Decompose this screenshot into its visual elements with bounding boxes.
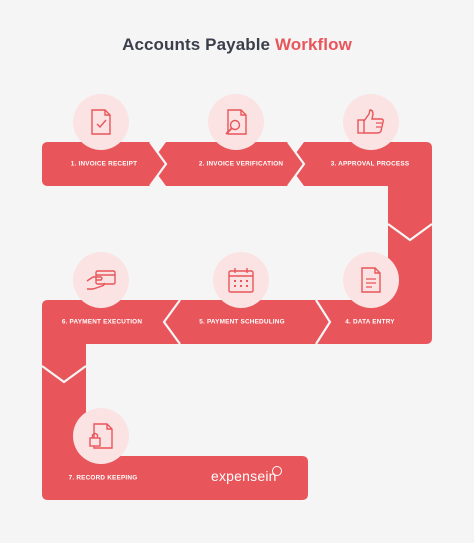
connector-right <box>316 224 432 344</box>
step-4-icon-circle <box>343 252 399 308</box>
title-main: Accounts Payable <box>122 35 271 54</box>
seam-3 <box>387 223 433 242</box>
seam-2 <box>287 141 306 187</box>
step-5-icon-circle <box>213 252 269 308</box>
calendar-icon <box>228 268 254 293</box>
step-1-icon-circle <box>73 94 129 150</box>
step-6-band <box>42 300 180 382</box>
step-7-label: 7. RECORD KEEPING <box>68 474 138 482</box>
step-2-icon-circle <box>208 94 264 150</box>
step-3-label: 3. APPROVAL PROCESS <box>330 160 410 168</box>
step-3-icon-circle <box>343 94 399 150</box>
step-5-band <box>164 300 330 344</box>
step-6-label: 6. PAYMENT EXECUTION <box>61 318 143 326</box>
seam-1 <box>149 141 168 187</box>
document-lock-icon <box>89 423 113 449</box>
seam-5 <box>162 299 181 345</box>
step-2-label: 2. INVOICE VERIFICATION <box>198 160 284 168</box>
step-1-band <box>42 142 166 186</box>
document-search-icon <box>225 109 247 135</box>
step-4-label: 4. DATA ENTRY <box>345 318 395 326</box>
invoice-check-icon <box>91 109 111 135</box>
step-2-band <box>150 142 304 186</box>
document-lines-icon <box>361 267 381 293</box>
step-5-label: 5. PAYMENT SCHEDULING <box>199 318 285 326</box>
brand-logo-text: expensein <box>211 468 277 484</box>
page-title: Accounts Payable Workflow <box>0 35 474 55</box>
step-1-label: 1. INVOICE RECEIPT <box>70 160 138 168</box>
step-6-icon-circle <box>73 252 129 308</box>
step-7-icon-circle <box>73 408 129 464</box>
title-accent: Workflow <box>274 35 352 54</box>
card-payment-icon <box>86 270 116 290</box>
thumbs-up-icon <box>357 109 384 134</box>
seam-6 <box>41 365 87 384</box>
seam-4 <box>315 299 332 345</box>
brand-logo-mark-icon <box>272 466 282 476</box>
step-3-band <box>288 142 432 240</box>
step-7-band <box>42 456 308 500</box>
